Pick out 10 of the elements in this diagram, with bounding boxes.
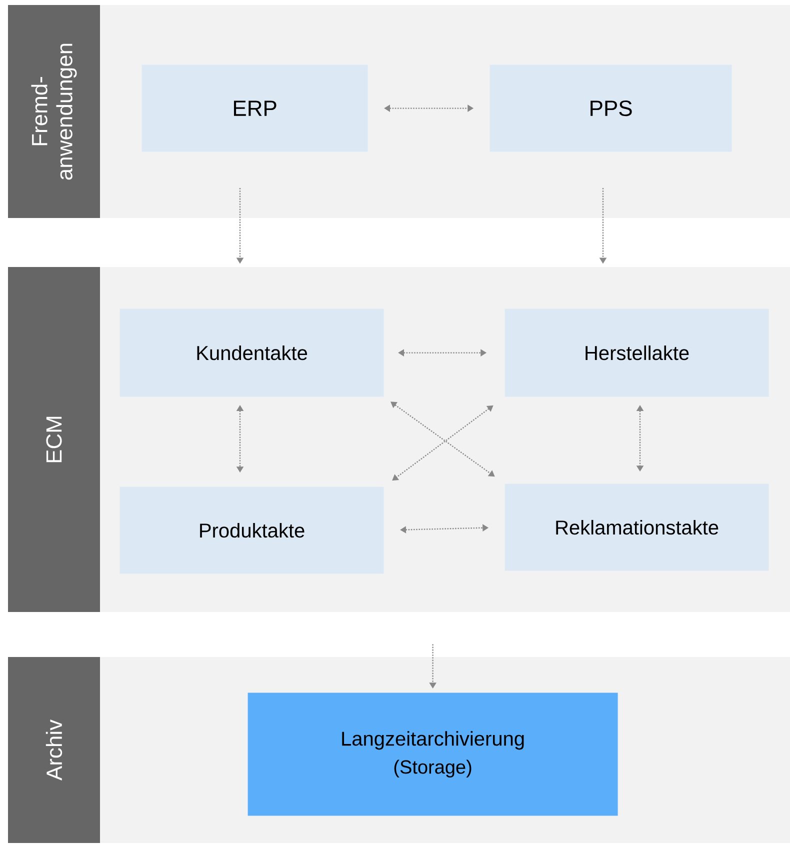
node-label: ECM xyxy=(46,416,62,462)
storage-box: Langzeitarchivierung (Storage) xyxy=(248,692,618,816)
process-box: PPS xyxy=(490,64,732,152)
process-box: Reklamationstakte xyxy=(504,484,769,571)
process-box: Kundentakte xyxy=(120,308,384,397)
process-box: Herstellakte xyxy=(504,308,769,397)
process-box: ERP xyxy=(142,64,368,152)
node-label: Archiv xyxy=(46,720,62,781)
process-box: Produktakte xyxy=(120,486,384,574)
node-label: Fremd- anwendungen xyxy=(31,44,77,180)
